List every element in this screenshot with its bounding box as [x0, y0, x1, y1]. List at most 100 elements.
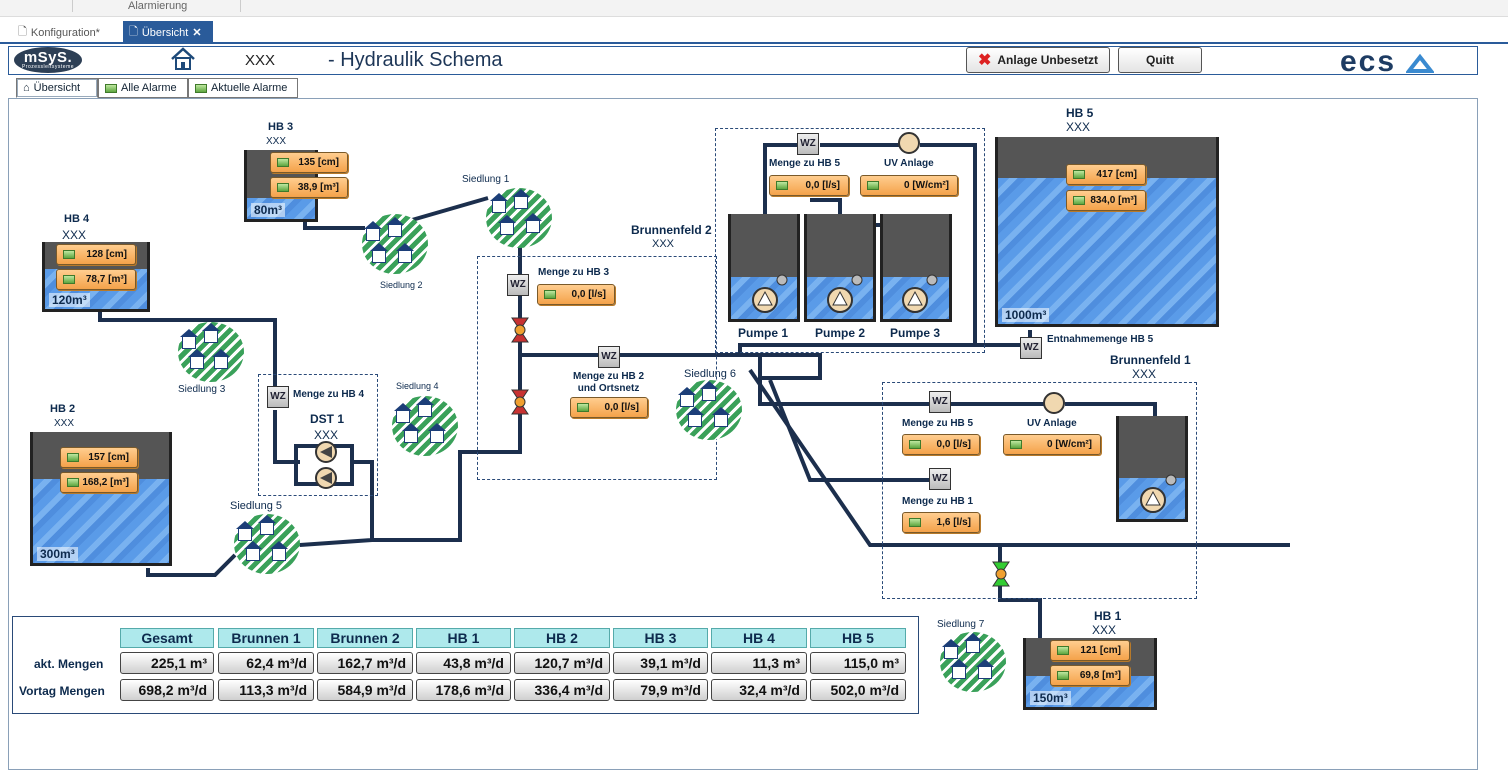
hb4-level-value[interactable]: 128 [cm] [56, 244, 136, 265]
table-header: Brunnen 1 [218, 628, 314, 648]
wz-meter-entnahme[interactable]: WZ [1020, 337, 1042, 359]
bf1-uv-label: UV Anlage [1027, 418, 1077, 429]
ribbon-separator [72, 0, 73, 12]
wz-meter-hb4[interactable]: WZ [267, 386, 289, 408]
siedlung1-label: Siedlung 1 [462, 174, 510, 185]
wz-meter-bf1-hb1[interactable]: WZ [929, 468, 951, 490]
hb2-sub: XXX [54, 418, 75, 429]
hb4-sub: XXX [62, 228, 87, 242]
logo-subtext: Prozessleitsysteme [21, 64, 75, 70]
tab-label: Übersicht [33, 82, 81, 94]
siedlung5-icon [234, 514, 300, 574]
status-icon [63, 250, 75, 259]
value-text: 157 [cm] [88, 452, 129, 463]
bf1-menge-hb5-value[interactable]: 0,0 [l/s] [902, 434, 980, 455]
status-icon [867, 181, 879, 190]
menge-hb2-value[interactable]: 0,0 [l/s] [570, 397, 648, 418]
siedlung3-label: Siedlung 3 [178, 384, 226, 395]
quitt-button[interactable]: Quitt [1118, 47, 1202, 73]
bf2-menge-hb5-value[interactable]: 0,0 [l/s] [769, 175, 849, 196]
wz-meter-hb2[interactable]: WZ [598, 346, 620, 368]
value-text: 417 [cm] [1096, 169, 1137, 180]
value-text: 135 [cm] [298, 157, 339, 168]
table-cell: 502,0 m³/d [810, 679, 906, 701]
logo-text: mSyS. [23, 49, 73, 66]
close-icon[interactable]: ✕ [192, 27, 202, 39]
table-cell: 32,4 m³/d [711, 679, 807, 701]
table-cell: 178,6 m³/d [416, 679, 511, 701]
hb1-level-value[interactable]: 121 [cm] [1050, 640, 1130, 661]
hb3-title: HB 3 [268, 121, 294, 133]
table-cell: 115,0 m³ [810, 652, 906, 674]
table-cell: 11,3 m³ [711, 652, 807, 674]
menge-hb2-label: Menge zu HB 2 und Ortsnetz [573, 371, 645, 394]
tab-uebersicht[interactable]: 🗋Übersicht ✕ [123, 21, 213, 44]
ecs-logo: ecs [1340, 45, 1436, 79]
close-icon: ✖ [977, 52, 992, 69]
schema-panel [8, 98, 1478, 770]
hb5-volume-value[interactable]: 834,0 [m³] [1066, 190, 1146, 211]
button-label: Anlage Unbesetzt [997, 53, 1099, 67]
hb2-meter-zone [477, 256, 717, 480]
bf2-uv-value[interactable]: 0 [W/cm²] [860, 175, 958, 196]
hb5-title: HB 5 [1066, 106, 1094, 120]
hb3-volume-value[interactable]: 38,9 [m³] [270, 177, 348, 198]
brunnenfeld2-sub: XXX [652, 238, 675, 250]
value-text: 78,7 [m³] [85, 274, 127, 285]
hb4-volume-value[interactable]: 78,7 [m³] [56, 269, 136, 290]
siedlung4-icon [392, 396, 458, 456]
status-icon [67, 478, 79, 487]
status-icon [1073, 196, 1085, 205]
status-icon [544, 290, 556, 299]
tab-label: Aktuelle Alarme [211, 82, 288, 94]
table-header: HB 2 [514, 628, 610, 648]
value-text: 0 [W/cm²] [1047, 439, 1092, 450]
plant-name: XXX [245, 52, 276, 69]
hb1-volume-value[interactable]: 69,8 [m³] [1050, 665, 1130, 686]
wz-meter-bf1-hb5[interactable]: WZ [929, 391, 951, 413]
bf1-menge-hb1-value[interactable]: 1,6 [l/s] [902, 512, 980, 533]
header-bar [8, 46, 1478, 75]
table-header: Gesamt [120, 628, 214, 648]
subtab-uebersicht[interactable]: ⌂Übersicht [16, 78, 98, 98]
brunnenfeld1-sub: XXX [1132, 367, 1157, 381]
ribbon-separator [240, 0, 241, 12]
value-text: 128 [cm] [86, 249, 127, 260]
status-icon [1057, 671, 1069, 680]
ribbon-group-label: Alarmierung [128, 0, 188, 12]
button-label: Quitt [1146, 53, 1174, 67]
hb2-level-value[interactable]: 157 [cm] [60, 447, 138, 468]
row-label-akt: akt. Mengen [34, 657, 104, 671]
hb2-volume-value[interactable]: 168,2 [m³] [60, 472, 138, 493]
valve-icon [511, 317, 1010, 587]
menge-hb3-value[interactable]: 0,0 [l/s] [537, 284, 615, 305]
document-tab-bar: 🗋Konfiguration* 🗋Übersicht ✕ [0, 18, 1508, 44]
siedlung4-label: Siedlung 4 [396, 381, 439, 391]
siedlung5-label: Siedlung 5 [230, 500, 282, 512]
value-text: 69,8 [m³] [1079, 670, 1121, 681]
bf2-uv-label: UV Anlage [884, 158, 934, 169]
summary-table [12, 616, 919, 714]
bf1-uv-value[interactable]: 0 [W/cm²] [1003, 434, 1101, 455]
table-cell: 39,1 m³/d [613, 652, 708, 674]
table-header: HB 5 [810, 628, 906, 648]
status-icon [277, 158, 289, 167]
tank-capacity: 300m³ [37, 547, 78, 561]
top-ribbon-strip: Alarmierung [0, 0, 1508, 17]
dst1-zone [258, 374, 378, 496]
tab-konfiguration[interactable]: 🗋Konfiguration* [12, 21, 112, 44]
subtab-aktuelle-alarme[interactable]: Aktuelle Alarme [188, 78, 298, 98]
siedlung2-icon [362, 214, 428, 274]
home-icon[interactable] [170, 47, 196, 76]
table-cell: 584,9 m³/d [317, 679, 413, 701]
value-text: 834,0 [m³] [1090, 195, 1137, 206]
hb3-level-value[interactable]: 135 [cm] [270, 152, 348, 173]
subtab-alle-alarme[interactable]: Alle Alarme [98, 78, 188, 98]
wz-meter-hb3[interactable]: WZ [507, 274, 529, 296]
hb5-level-value[interactable]: 417 [cm] [1066, 164, 1146, 185]
page-title: - Hydraulik Schema [328, 49, 503, 71]
wz-meter-bf2-hb5[interactable]: WZ [797, 133, 819, 155]
value-text: 0,0 [l/s] [936, 439, 971, 450]
hb3-sub: XXX [266, 136, 287, 147]
anlage-unbesetzt-button[interactable]: ✖ Anlage Unbesetzt [966, 47, 1110, 73]
